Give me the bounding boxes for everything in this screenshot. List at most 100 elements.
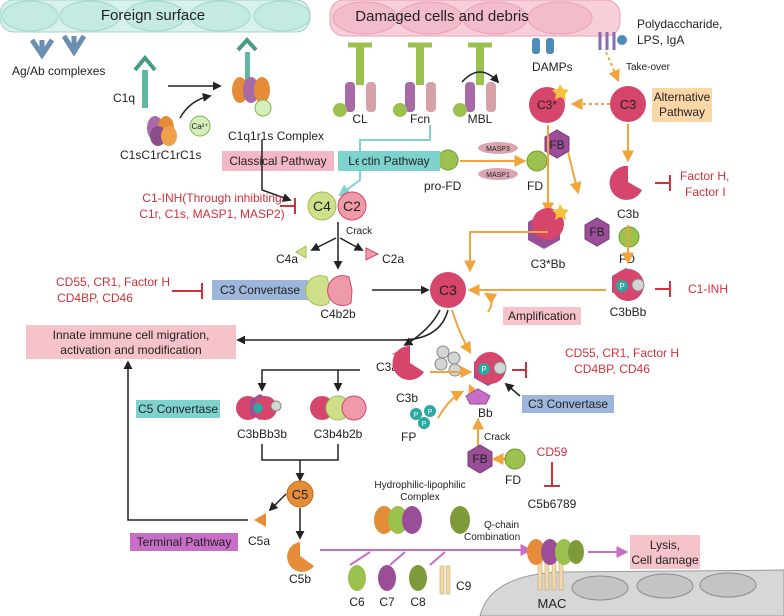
bb-label: Bb	[478, 406, 493, 420]
factor-h-label: Factor H,	[680, 169, 729, 183]
mac-complex-icon	[527, 539, 584, 591]
hydrophilic-complex-icon	[374, 506, 422, 534]
hydro-label-2: Complex	[400, 492, 439, 503]
lysis-label-2: Cell damage	[631, 553, 699, 567]
fb-mid-node: FB	[584, 217, 610, 247]
to-c3bbb3b-arrow	[257, 369, 360, 392]
c3bbb-label: C3bBb	[610, 305, 647, 319]
damps-icon	[532, 38, 554, 54]
c3-convertase-right-box	[522, 395, 614, 413]
c7-icon	[378, 565, 396, 591]
fd-top-node	[526, 150, 548, 172]
svg-text:MASP3: MASP3	[486, 146, 510, 153]
svg-text:P: P	[428, 409, 433, 416]
svg-text:C3: C3	[439, 282, 457, 298]
fd-top-label: FD	[527, 179, 543, 193]
cd55-right-inhibit	[512, 362, 527, 378]
c2a-icon	[365, 247, 380, 261]
foreign-surface-membrane	[0, 0, 311, 33]
classical-arrow	[261, 140, 292, 202]
lectin-pathway-box	[338, 151, 440, 171]
cd55-left-label-2: CD4BP, CD46	[57, 291, 133, 305]
c3-convertase-right-label: C3 Convertase	[528, 397, 608, 411]
host-cell-membrane	[479, 569, 784, 616]
c3b-mid-node	[392, 345, 424, 380]
amplification-label: Amplification	[508, 309, 576, 323]
innate-label-1: Innate immune cell migration,	[53, 328, 210, 342]
c8-icon	[409, 565, 427, 591]
svg-text:Ca²⁺: Ca²⁺	[191, 122, 208, 131]
c3-star-node: C3*	[529, 84, 569, 123]
polysaccharide-label: Polydaccharide,	[637, 17, 722, 31]
c1-inh-label-2: C1r, C1s, MASP1, MASP2)	[139, 207, 284, 221]
cd55-left-label-1: CD55, CR1, Factor H	[56, 275, 170, 289]
terminal-join-arrows	[349, 551, 446, 566]
c9-icon	[439, 565, 451, 595]
c3-to-c3a-arrow	[403, 309, 441, 346]
fd-bottom-node	[504, 448, 526, 470]
take-over-arrow	[605, 51, 620, 83]
cd59-inhibit	[544, 462, 560, 487]
fb-top-node: FB	[544, 129, 570, 159]
qchain-label-2: Combination	[464, 532, 520, 543]
c1-inh-small-inhibit	[655, 281, 671, 297]
cl-label: CL	[352, 112, 368, 126]
classical-pathway-label: Classical Pathway	[229, 154, 326, 168]
calcium-ion-icon: Ca²⁺	[189, 115, 211, 137]
amplification-loop	[483, 292, 498, 313]
c3bbb-mid-node: P	[474, 352, 507, 386]
svg-text:P: P	[414, 412, 419, 419]
c5-convertase-box	[136, 400, 220, 418]
to-c4a-arrow	[310, 237, 337, 251]
c6-icon	[348, 565, 366, 591]
c1-inh-inhibit	[280, 198, 296, 214]
innate-label-2: activation and modification	[60, 343, 201, 357]
c3-convertase-right-arrow	[504, 382, 521, 397]
c5a-icon	[254, 513, 266, 527]
alternative-pathway-label-2: Pathway	[659, 105, 705, 119]
cl-receptor-icon	[333, 42, 376, 117]
c9-label: C9	[456, 579, 472, 593]
qchain-label-1: Q-chain	[484, 520, 519, 531]
classical-pathway-box	[222, 151, 334, 171]
c4b2b-label: C4b2b	[320, 307, 356, 321]
convertases-to-c5-arrow	[261, 444, 339, 480]
cd55-left-inhibit	[172, 283, 203, 299]
c2-node: C2	[337, 191, 367, 221]
c5b6789-label: C5b6789	[528, 497, 577, 511]
c4a-icon	[295, 245, 307, 259]
masp1-pill: MASP1	[478, 168, 518, 180]
damaged-cells-membrane	[329, 0, 621, 37]
take-over-label: Take-over	[626, 62, 671, 73]
lps-iga-label: LPS, IgA	[637, 33, 684, 47]
svg-text:P: P	[422, 421, 427, 428]
cd59-label: CD59	[537, 445, 568, 459]
fp-icon: P P P	[410, 405, 436, 429]
c1s-chain-label: C1sC1rC1rC1s	[120, 148, 201, 162]
c5-convertase-label: C5 Convertase	[138, 402, 218, 416]
c4a-label: C4a	[276, 252, 298, 266]
fcn-label: Fcn	[410, 112, 430, 126]
c5-to-c5a-arrow	[268, 493, 287, 512]
c3b4b2b-node	[310, 395, 367, 421]
crack-mid-label: Crack	[484, 432, 511, 443]
crack-label: Crack	[346, 226, 373, 237]
c3b-mid-label: C3b	[396, 391, 418, 405]
c3b4b2b-label: C3b4b2b	[314, 427, 363, 441]
svg-text:FB: FB	[589, 225, 604, 239]
lysis-label-1: Lysis,	[650, 538, 680, 552]
damps-label: DAMPs	[532, 60, 573, 74]
svg-text:C5: C5	[292, 487, 309, 502]
c3-to-innate-arrow	[236, 309, 449, 345]
c3star-bb-node	[528, 204, 569, 249]
c5-node: C5	[286, 480, 314, 508]
c8-label: C8	[410, 595, 426, 609]
hydro-label-1: Hydrophilic-lipophilic	[374, 480, 465, 491]
fb-bottom-node: FB	[467, 444, 493, 474]
c3-central-node: C3	[430, 272, 466, 308]
lysis-box	[630, 535, 700, 569]
svg-text:FB: FB	[549, 138, 564, 152]
cd55-right-label-2: CD4BP, CD46	[574, 362, 650, 376]
fcn-receptor-icon	[393, 42, 436, 117]
